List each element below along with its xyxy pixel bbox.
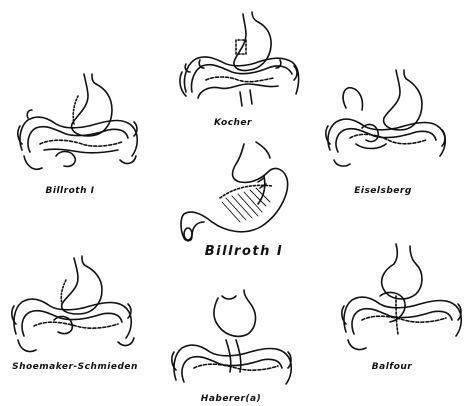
caption-eiselsberg: Eiselsberg xyxy=(354,186,412,196)
caption-shoemaker: Shoemaker-Schmieden xyxy=(12,362,138,372)
shoemaker-illustration xyxy=(12,256,134,352)
caption-billroth-left: Billroth I xyxy=(45,186,95,196)
caption-center-billroth: Billroth I xyxy=(204,244,284,259)
balfour-illustration xyxy=(342,244,461,350)
caption-kocher: Kocher xyxy=(214,118,252,128)
caption-balfour: Balfour xyxy=(371,362,413,372)
eiselsberg-illustration xyxy=(326,70,445,166)
caption-haberer: Haberer(a) xyxy=(200,394,262,404)
billroth-left-illustration xyxy=(18,74,137,169)
billroth-center-illustration xyxy=(181,142,288,241)
kocher-illustration xyxy=(180,12,299,106)
haberer-illustration xyxy=(172,290,291,384)
